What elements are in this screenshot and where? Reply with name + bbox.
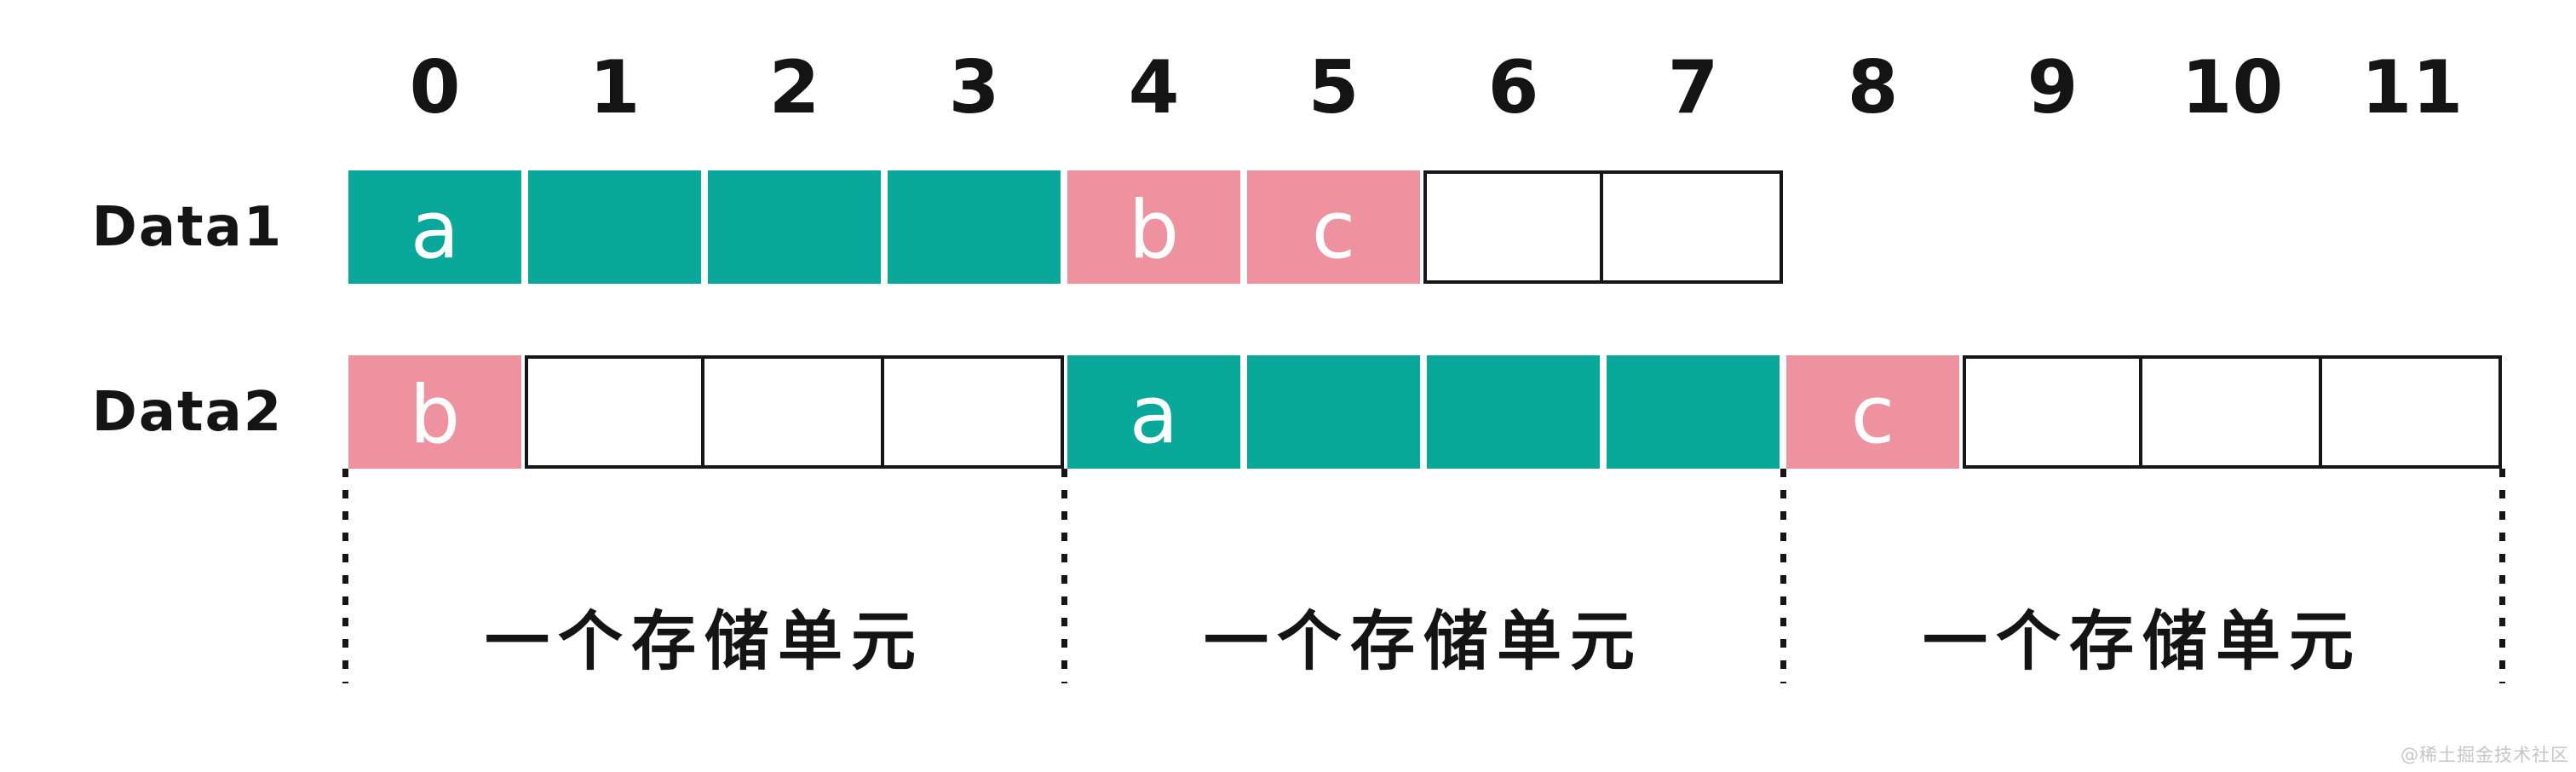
- cell-data1-4-b: b: [1064, 170, 1244, 284]
- cell-data2-10-empty: [2139, 355, 2322, 469]
- column-index-3: 3: [948, 45, 1000, 130]
- column-index-8: 8: [1847, 45, 1899, 130]
- cell-data1-0-a: a: [345, 170, 525, 284]
- cell-data2-7-teal: [1603, 355, 1783, 469]
- storage-unit-label-1: 一个存储单元: [1204, 603, 1643, 679]
- column-index-2: 2: [768, 45, 820, 130]
- cell-data2-5-teal: [1244, 355, 1423, 469]
- row-label-data1: Data1: [91, 195, 284, 259]
- column-index-11: 11: [2360, 45, 2464, 130]
- row-data2: Data2 b a c: [0, 355, 2576, 469]
- row-data1: Data1 a b c: [0, 170, 2576, 284]
- cell-data1-6-empty: [1423, 170, 1603, 284]
- column-index-header: 0 1 2 3 4 5 6 7 8 9 10 11: [345, 32, 2502, 143]
- cell-data2-2-empty: [701, 355, 884, 469]
- field-label-b: b: [1128, 183, 1180, 277]
- cell-data2-8-c: c: [1783, 355, 1963, 469]
- cell-data2-3-empty: [881, 355, 1064, 469]
- column-index-10: 10: [2181, 45, 2284, 130]
- cell-data1-2-teal: [704, 170, 884, 284]
- cell-data2-11-empty: [2319, 355, 2502, 469]
- field-label-b: b: [409, 368, 461, 462]
- column-index-0: 0: [409, 45, 461, 130]
- cell-data2-6-teal: [1423, 355, 1603, 469]
- column-index-5: 5: [1308, 45, 1360, 130]
- row-label-data2: Data2: [91, 380, 284, 444]
- column-index-1: 1: [589, 45, 641, 130]
- storage-unit-divider-2: [1780, 469, 1786, 683]
- cell-data1-7-empty: [1600, 170, 1783, 284]
- field-label-a: a: [410, 183, 460, 277]
- watermark-text: @稀土掘金技术社区: [2401, 745, 2569, 765]
- cell-data1-3-teal: [884, 170, 1064, 284]
- storage-unit-divider-1: [1061, 469, 1067, 683]
- cell-data2-4-a: a: [1064, 355, 1244, 469]
- field-label-a: a: [1129, 368, 1179, 462]
- field-label-c: c: [1850, 368, 1895, 462]
- storage-unit-divider-3: [2499, 469, 2505, 683]
- column-index-6: 6: [1487, 45, 1539, 130]
- field-label-c: c: [1311, 183, 1356, 277]
- column-index-7: 7: [1667, 45, 1719, 130]
- column-index-9: 9: [2027, 45, 2079, 130]
- cell-data2-9-empty: [1963, 355, 2142, 469]
- storage-unit-divider-0: [342, 469, 348, 683]
- cell-data1-1-teal: [525, 170, 704, 284]
- column-index-4: 4: [1128, 45, 1180, 130]
- cell-data1-5-c: c: [1244, 170, 1423, 284]
- cell-data2-0-b: b: [345, 355, 525, 469]
- cell-data2-1-empty: [525, 355, 704, 469]
- storage-unit-label-2: 一个存储单元: [1923, 603, 2362, 679]
- storage-unit-label-0: 一个存储单元: [485, 603, 924, 679]
